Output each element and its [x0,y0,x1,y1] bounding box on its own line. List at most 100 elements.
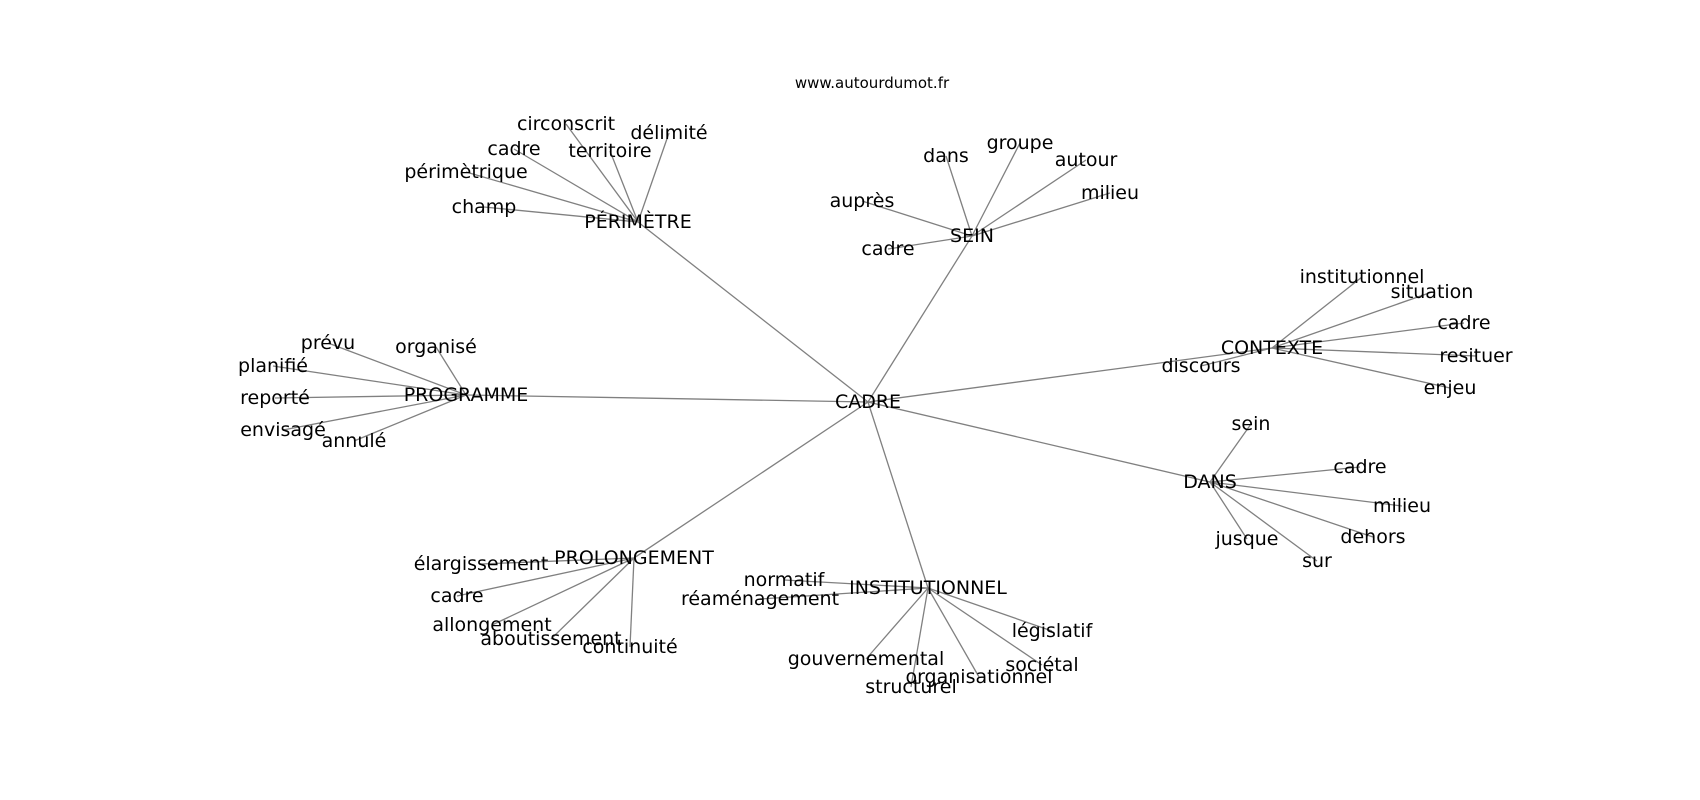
hub-node-label-sein: SEIN [950,225,994,247]
leaf-node-label: envisagé [240,419,326,441]
edge-contexte-leaf [1271,276,1363,349]
edge-sein-leaf [971,142,1021,237]
hub-node-label-programme: PROGRAMME [404,384,529,406]
edge-center-sein [867,235,973,403]
leaf-node-label: situation [1391,281,1474,303]
leaf-node-label: enjeu [1424,377,1477,399]
leaf-node-label: sein [1232,413,1271,435]
hub-node-label-dans: DANS [1183,471,1237,493]
leaf-node-label: champ [452,196,517,218]
leaf-node-label: continuité [582,636,677,658]
edge-programme-leaf [353,394,467,442]
edge-institutionnel-leaf [927,587,1043,666]
edge-sein-leaf [945,155,973,237]
edge-prolongement-leaf [629,557,635,648]
center-node-label: CADRE [835,391,901,413]
edge-prolongement-leaf [550,557,635,640]
leaf-node-label: milieu [1081,182,1139,204]
leaf-node-label: jusque [1214,528,1278,550]
edge-institutionnel-leaf [865,587,929,660]
leaf-node-label: cadre [1437,312,1490,334]
leaf-node-label: gouvernemental [788,648,944,670]
leaf-node-label: allongement [432,614,551,636]
leaf-node-label: prévu [301,332,355,354]
leaf-node-label: élargissement [414,553,549,575]
leaf-node-label: territoire [568,140,651,162]
edge-sein-leaf [971,159,1087,237]
edge-sein-leaf [887,235,973,250]
leaf-node-label: groupe [987,132,1054,154]
edge-institutionnel-leaf [927,587,1053,632]
leaf-node-label: délimité [630,122,707,144]
edge-center-programme [465,394,869,403]
edge-institutionnel-leaf [927,587,980,678]
graph-labels: CADRE PÉRIMÈTRE circonscrit délimité cadre te… [238,113,1513,698]
edge-sein-leaf [861,200,973,237]
edge-contexte-leaf [1271,291,1433,349]
leaf-node-label: annulé [322,430,387,452]
hub-node-label-contexte: CONTEXTE [1221,337,1323,359]
leaf-node-label: organisationnel [905,666,1052,688]
edge-center-prolongement [633,401,869,559]
leaf-node-label: milieu [1373,495,1431,517]
edge-perimetre-leaf [565,123,639,223]
edge-institutionnel-leaf [759,587,929,600]
edge-programme-leaf [435,346,467,396]
leaf-node-label: institutionnel [1300,266,1425,288]
site-url: www.autourdumot.fr [795,74,950,92]
edge-center-institutionnel [867,401,929,589]
edge-contexte-leaf [1271,347,1477,357]
leaf-node-label: auprès [830,190,895,212]
edge-prolongement-leaf [456,557,635,597]
edge-institutionnel-leaf [910,587,929,688]
leaf-node-label: cadre [430,585,483,607]
edge-center-dans [867,401,1211,483]
edge-institutionnel-leaf [783,579,929,589]
edge-sein-leaf [971,192,1111,237]
leaf-node-label: planifié [238,355,308,377]
hub-node-label-institutionnel: INSTITUTIONNEL [849,577,1007,599]
leaf-node-label: autour [1055,149,1118,171]
leaf-node-label: organisé [395,336,477,358]
edge-contexte-leaf [1200,347,1273,367]
edge-perimetre-leaf [483,206,639,223]
leaf-node-label: dehors [1340,526,1405,548]
edge-programme-leaf [272,365,467,396]
edge-programme-leaf [327,342,467,396]
leaf-node-label: cadre [1333,456,1386,478]
leaf-node-label: discours [1161,355,1240,377]
leaf-node-label: aboutissement [480,628,621,650]
leaf-node-label: resituer [1439,345,1512,367]
edge-prolongement-leaf [480,557,635,565]
edge-programme-leaf [282,394,467,431]
edge-prolongement-leaf [491,557,635,626]
leaf-node-label: structurel [865,676,957,698]
edge-contexte-leaf [1271,322,1465,349]
edge-dans-leaf [1209,481,1248,540]
edge-center-contexte [867,347,1273,403]
hub-node-label-prolongement: PROLONGEMENT [554,547,714,569]
edge-perimetre-leaf [465,171,639,223]
leaf-node-label: cadre [861,238,914,260]
edge-dans-leaf [1209,481,1318,562]
leaf-node-label: réaménagement [681,588,839,610]
leaf-node-label: dans [923,145,969,167]
edge-dans-leaf [1209,481,1403,507]
leaf-node-label: normatif [744,569,826,591]
leaf-node-label: circonscrit [517,113,615,135]
leaf-node-label: sociétal [1005,654,1078,676]
edge-perimetre-leaf [637,132,670,223]
edge-dans-leaf [1209,423,1252,483]
hub-node-label-perimetre: PÉRIMÈTRE [584,210,691,233]
edge-dans-leaf [1209,481,1374,538]
leaf-node-label: sur [1302,550,1332,572]
leaf-node-label: reporté [240,387,310,409]
edge-contexte-leaf [1271,347,1451,389]
leaf-node-label: législatif [1012,620,1094,642]
edge-center-perimetre [637,221,869,403]
graph-edges [272,123,1477,688]
edge-perimetre-leaf [513,148,639,223]
edge-perimetre-leaf [609,150,639,223]
leaf-node-label: périmètrique [404,161,527,183]
